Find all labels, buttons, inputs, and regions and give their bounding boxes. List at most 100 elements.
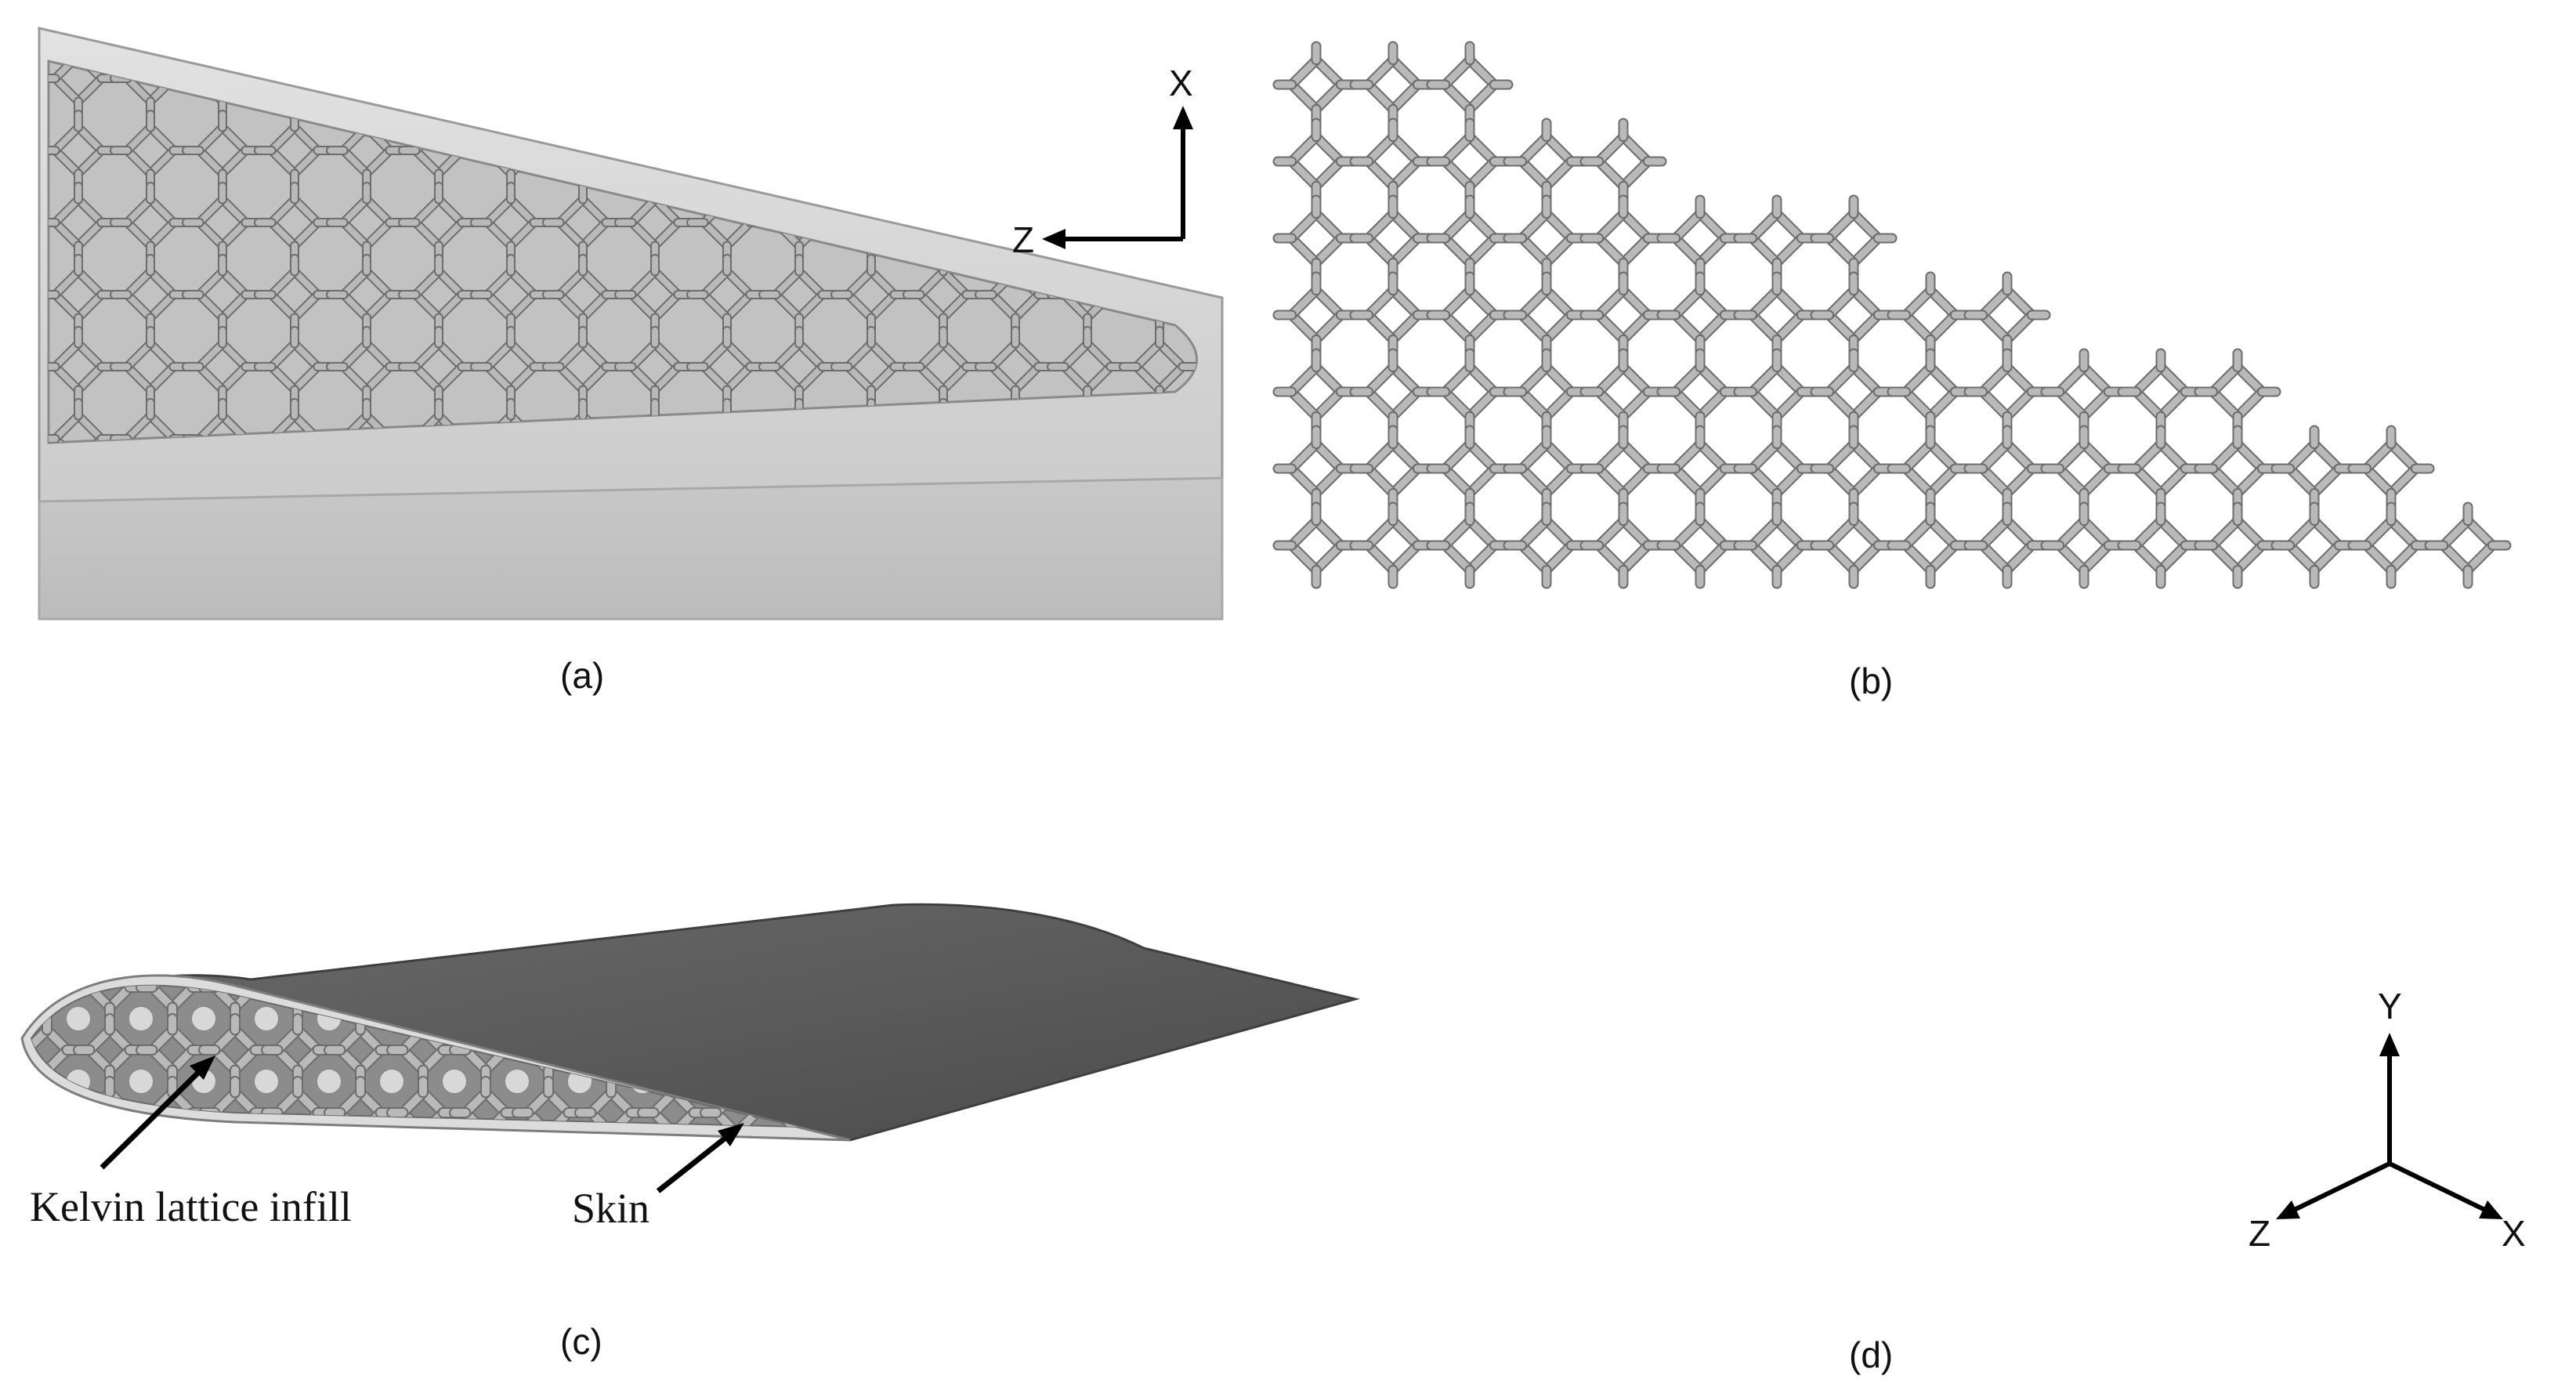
panel-a-caption: (a) — [560, 655, 604, 696]
lattice-node — [1349, 501, 1437, 589]
lattice-node — [1656, 194, 1744, 282]
panel-a-axis-z-label: Z — [1012, 219, 1034, 260]
lattice-node — [1349, 271, 1437, 359]
lattice-node — [614, 61, 696, 119]
lattice-node — [975, 326, 1056, 407]
lattice-node — [1272, 41, 1360, 129]
lattice-node — [1887, 271, 1974, 359]
lattice-node — [686, 61, 768, 119]
lattice-node — [1733, 425, 1821, 512]
lattice-node — [1887, 501, 1974, 589]
lattice-node — [1963, 348, 2051, 436]
panel-c-caption: (c) — [560, 1321, 602, 1362]
lattice-node — [1349, 194, 1437, 282]
lattice-node — [1579, 501, 1667, 589]
lattice-node — [398, 61, 479, 119]
lattice-node — [2194, 348, 2281, 436]
lattice-node — [1810, 271, 1898, 359]
lattice-node — [758, 254, 840, 335]
lattice-node — [254, 182, 335, 263]
lattice-node — [1579, 118, 1667, 205]
panel-c-infill-arrow — [99, 1055, 215, 1170]
lattice-node — [1810, 194, 1898, 282]
lattice-node — [975, 110, 1056, 191]
lattice-node — [2347, 501, 2435, 589]
lattice-node — [49, 182, 119, 263]
panel-c-skin-label: Skin — [572, 1185, 649, 1232]
lattice-node — [182, 254, 263, 335]
lattice-node — [542, 61, 624, 119]
panel-d-axis-z-label: Z — [2249, 1213, 2270, 1254]
lattice-node — [1656, 271, 1744, 359]
lattice-node — [1963, 425, 2051, 512]
lattice-node — [1272, 501, 1360, 589]
lattice-node — [2347, 425, 2435, 512]
lattice-node — [1656, 425, 1744, 512]
lattice-node — [1810, 348, 1898, 436]
lattice-node — [1810, 425, 1898, 512]
lattice-node — [1349, 425, 1437, 512]
lattice-node — [1047, 326, 1128, 407]
lattice-node — [1047, 110, 1128, 191]
lattice-node — [1656, 501, 1744, 589]
panel-c-skin-arrow — [656, 1123, 744, 1193]
panel-c: Kelvin lattice infill Skin (c) — [20, 903, 1360, 1362]
panel-a-axis-x-label: X — [1169, 63, 1193, 103]
lattice-node — [1349, 348, 1437, 436]
lattice-node — [1047, 61, 1128, 119]
lattice-node — [1349, 118, 1437, 205]
lattice-node — [1733, 348, 1821, 436]
lattice-node — [254, 326, 335, 407]
lattice-node — [1887, 425, 1974, 512]
panel-a-base — [38, 476, 1224, 621]
lattice-node — [1503, 501, 1590, 589]
lattice-node — [182, 182, 263, 263]
panel-d-axis-y-label: Y — [2378, 986, 2402, 1026]
lattice-node — [49, 326, 119, 407]
lattice-node — [2117, 501, 2205, 589]
lattice-node — [1503, 271, 1590, 359]
lattice-node — [1426, 271, 1514, 359]
lattice-node — [1047, 182, 1128, 263]
lattice-node — [110, 326, 191, 407]
lattice-node — [1426, 425, 1514, 512]
lattice-node — [542, 254, 624, 335]
lattice-node — [2040, 501, 2128, 589]
lattice-node — [326, 182, 407, 263]
lattice-node — [2270, 501, 2358, 589]
lattice-node — [398, 182, 479, 263]
lattice-node — [2040, 425, 2128, 512]
panel-d-axis-x-label: X — [2502, 1213, 2526, 1254]
lattice-node — [470, 61, 552, 119]
panel-b: (b) — [1272, 41, 2512, 701]
lattice-node — [1272, 425, 1360, 512]
lattice-node — [182, 326, 263, 407]
lattice-node — [2117, 348, 2205, 436]
lattice-node — [903, 326, 984, 407]
lattice-node — [1963, 271, 2051, 359]
lattice-node — [1579, 194, 1667, 282]
panel-b-lattice — [1272, 41, 2512, 589]
lattice-node — [1272, 271, 1360, 359]
lattice-node — [1426, 41, 1514, 129]
lattice-node — [2194, 501, 2281, 589]
lattice-node — [110, 110, 191, 191]
lattice-node — [758, 61, 840, 119]
lattice-node — [1579, 425, 1667, 512]
panel-a-axes: X Z — [1012, 63, 1193, 260]
lattice-node — [1426, 501, 1514, 589]
lattice-node — [324, 1013, 397, 1087]
lattice-node — [1503, 118, 1590, 205]
lattice-node — [830, 61, 912, 119]
lattice-node — [2194, 425, 2281, 512]
lattice-node — [975, 61, 1056, 119]
panel-a: X Z (a) — [38, 27, 1224, 696]
lattice-node — [1810, 501, 1898, 589]
lattice-node — [1887, 348, 1974, 436]
lattice-node — [1503, 425, 1590, 512]
lattice-node — [903, 254, 984, 335]
panel-c-infill-label: Kelvin lattice infill — [30, 1183, 352, 1230]
lattice-node — [2270, 425, 2358, 512]
lattice-node — [1579, 348, 1667, 436]
